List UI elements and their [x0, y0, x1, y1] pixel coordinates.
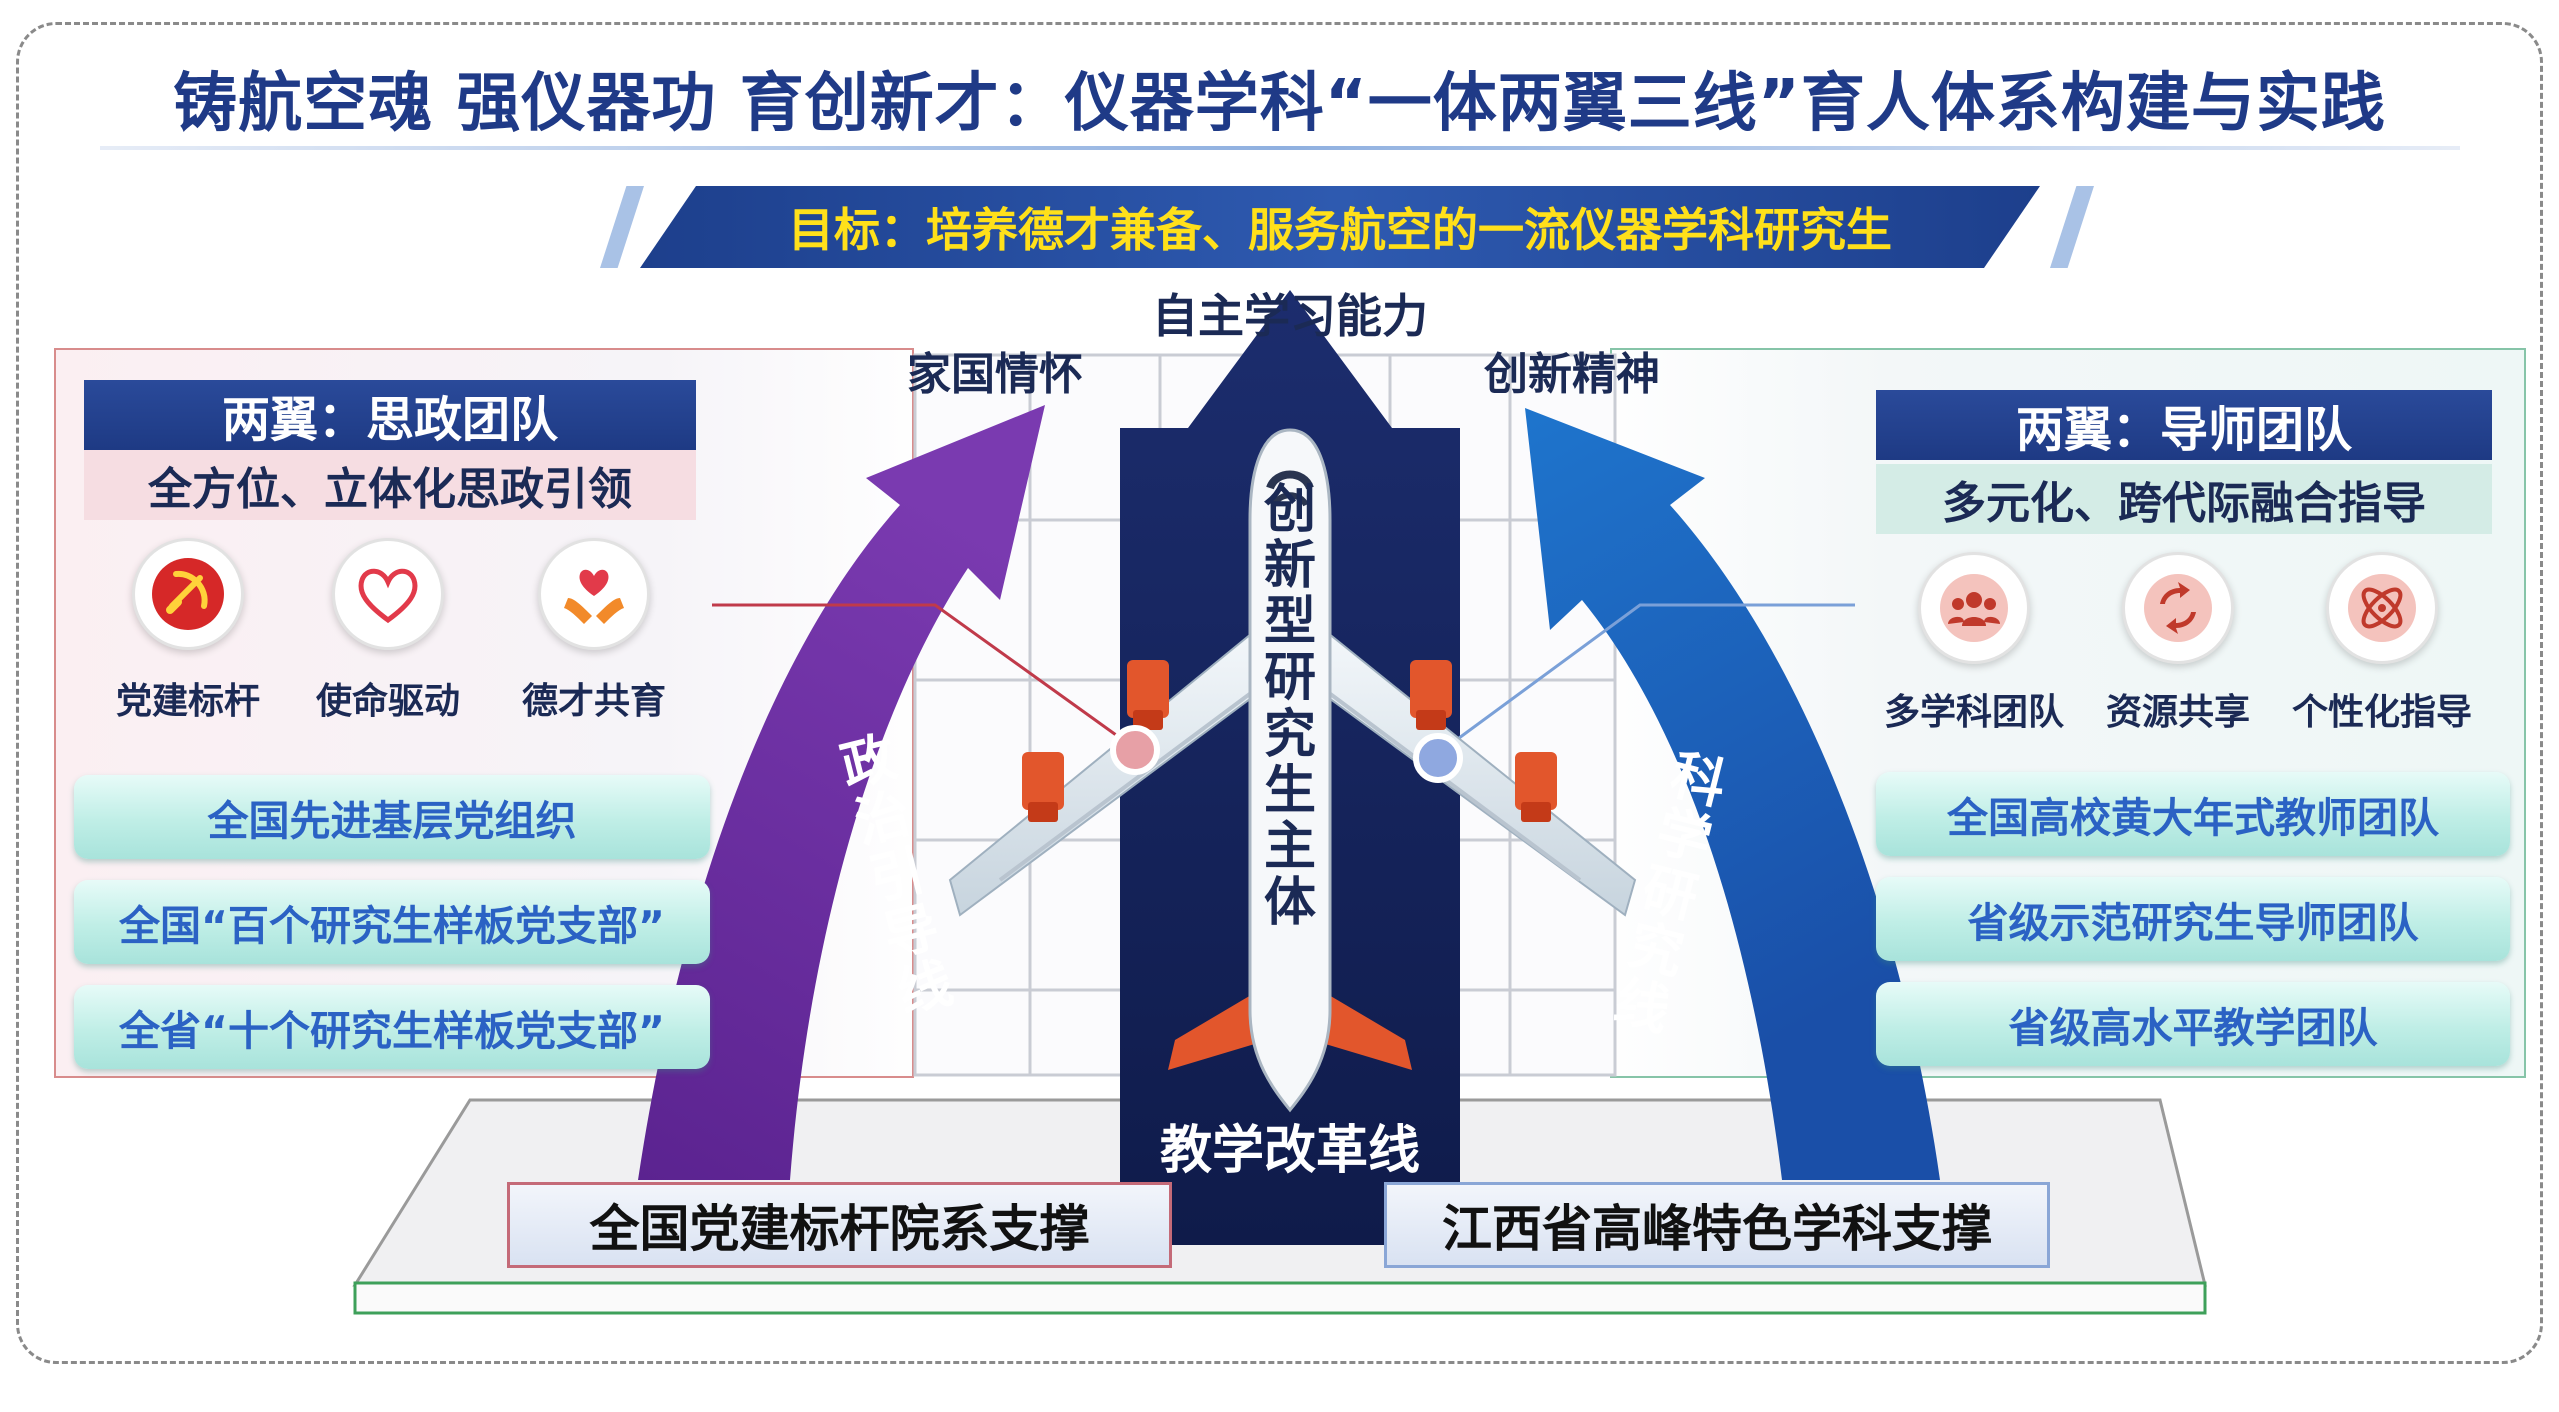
- icon-label-mission: 使命驱动: [315, 681, 460, 722]
- right-team-subtitle: 多元化、跨代际融合指导: [1876, 464, 2492, 534]
- teaching-reform-line-text: 教学改革线: [1159, 1121, 1420, 1181]
- label-patriotism: 家国情怀: [907, 349, 1083, 400]
- recycle-icon: [2122, 552, 2234, 664]
- fuselage: [1248, 428, 1332, 1113]
- outer-frame: [16, 22, 2543, 1364]
- left-honor-3: 全省“十个研究生样板党支部”: [74, 985, 710, 1069]
- goal-banner: 目标：培养德才兼备、服务航空的一流仪器学科研究生: [640, 186, 2040, 268]
- left-team-subtitle: 全方位、立体化思政引领: [84, 450, 696, 520]
- icon-label-party: 党建标杆: [115, 681, 260, 722]
- base-left-support: 全国党建标杆院系支撑: [507, 1182, 1172, 1268]
- icon-label-personalized: 个性化指导: [2291, 692, 2472, 733]
- right-honor-2: 省级示范研究生导师团队: [1876, 877, 2510, 961]
- base-right-support: 江西省高峰特色学科支撑: [1384, 1182, 2050, 1268]
- atom-icon: [2326, 552, 2438, 664]
- left-honor-1: 全国先进基层党组织: [74, 775, 710, 859]
- left-arrow: [638, 405, 1045, 1180]
- label-self-learning: 自主学习能力: [1152, 289, 1428, 343]
- party-emblem-icon: [132, 538, 244, 650]
- heart-icon: [332, 538, 444, 650]
- innovative-graduate-main-text: 创新型研究生主体: [1263, 480, 1316, 934]
- right-tail: [1312, 985, 1412, 1070]
- left-connector-line: [712, 603, 1131, 747]
- title-divider: [100, 146, 2460, 150]
- main-title: 铸航空魂 强仪器功 育创新才：仪器学科“一体两翼三线”育人体系构建与实践: [173, 67, 2386, 141]
- right-wing-marker: [1413, 733, 1463, 783]
- icon-label-resource-sharing: 资源共享: [2105, 692, 2250, 733]
- base-strip: [353, 1281, 2207, 1315]
- airplane: [948, 428, 1637, 1113]
- label-innovation: 创新精神: [1484, 349, 1660, 400]
- team-icon: [1918, 552, 2030, 664]
- right-team-heading: 两翼：导师团队: [1876, 390, 2492, 460]
- right-arrow: [1525, 408, 1940, 1180]
- icon-label-multidisciplinary: 多学科团队: [1883, 692, 2064, 733]
- left-team-heading: 两翼：思政团队: [84, 380, 696, 450]
- left-honor-2: 全国“百个研究生样板党支部”: [74, 880, 710, 964]
- hands-heart-icon: [538, 538, 650, 650]
- right-honor-1: 全国高校黄大年式教师团队: [1876, 772, 2510, 856]
- right-connector-line: [1439, 603, 1855, 754]
- goal-text: 目标：培养德才兼备、服务航空的一流仪器学科研究生: [788, 203, 1892, 257]
- right-honor-3: 省级高水平教学团队: [1876, 982, 2510, 1066]
- icon-label-virtue: 德才共育: [521, 681, 666, 722]
- left-wing-marker: [1110, 725, 1160, 775]
- left-tail: [1168, 985, 1268, 1070]
